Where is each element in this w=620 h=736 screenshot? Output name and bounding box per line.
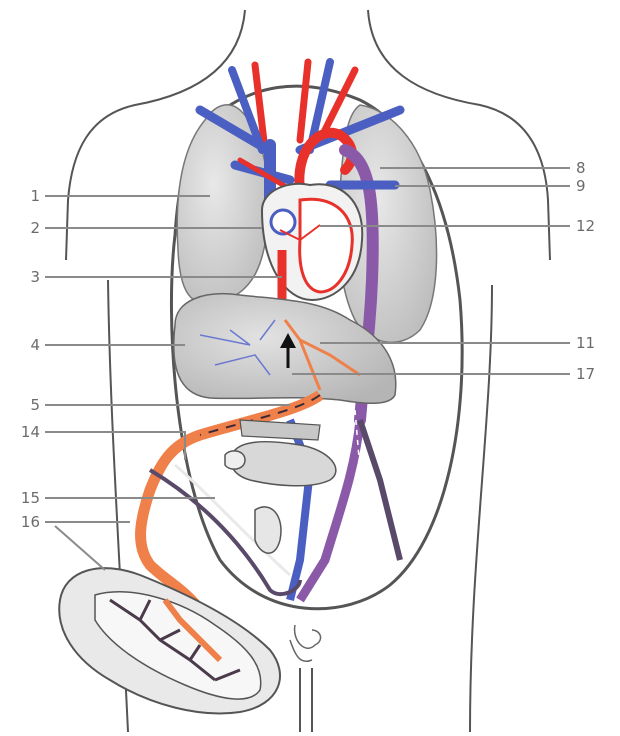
- label-15: 15: [10, 490, 40, 506]
- label-17: 17: [576, 366, 606, 382]
- label-2: 2: [10, 220, 40, 236]
- label-16: 16: [10, 514, 40, 530]
- label-3: 3: [10, 269, 40, 285]
- label-1: 1: [10, 188, 40, 204]
- label-11: 11: [576, 335, 606, 351]
- leader-16b: [55, 526, 105, 570]
- placenta: [59, 568, 280, 713]
- label-5: 5: [10, 397, 40, 413]
- label-12: 12: [576, 218, 606, 234]
- umbilicus: [290, 625, 321, 661]
- label-4: 4: [10, 337, 40, 353]
- abdominal-organs: [225, 420, 336, 553]
- heart: [262, 184, 362, 300]
- label-8: 8: [576, 160, 606, 176]
- label-14: 14: [10, 424, 40, 440]
- label-9: 9: [576, 178, 606, 194]
